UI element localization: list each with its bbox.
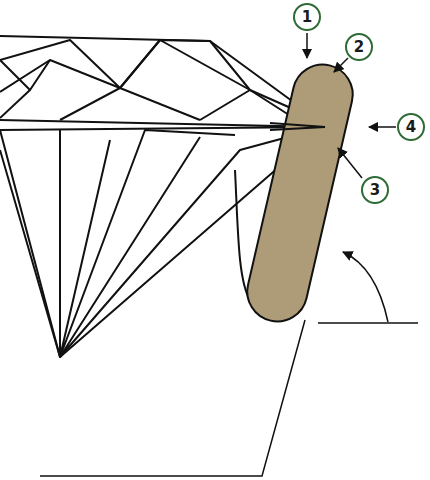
callout-circle: 2 [345,33,373,61]
callout-number: 4 [406,120,416,135]
angle-indicator [40,252,418,476]
callout-number: 2 [354,40,364,55]
callout-arrows [307,33,396,178]
callout-number: 3 [370,183,380,198]
callout-circle: 3 [361,176,389,204]
callout-number: 1 [302,10,312,25]
callout-circle: 4 [397,113,425,141]
callout-circle: 1 [293,3,321,31]
girdle-tip [270,123,325,130]
prong [241,59,358,328]
